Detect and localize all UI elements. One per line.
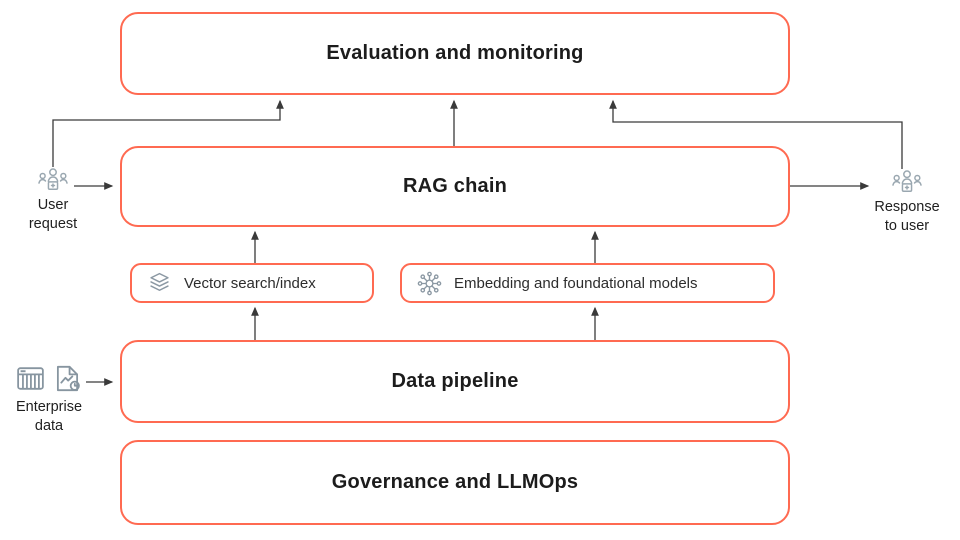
user-request-annotation: User request bbox=[13, 167, 93, 234]
response-to-user-label: Response to user bbox=[874, 199, 940, 234]
rag-chain-box-label: RAG chain bbox=[402, 175, 508, 197]
user-request-label: User request bbox=[28, 197, 78, 232]
document-chart-icon bbox=[51, 362, 84, 395]
box-embedding-foundational-models: Embedding and foundational models bbox=[400, 263, 775, 303]
box-evaluation-and-monitoring: Evaluation and monitoring bbox=[120, 12, 790, 95]
governance-box-label: Governance and LLMOps bbox=[331, 471, 579, 493]
network-icon bbox=[416, 270, 443, 297]
data-pipeline-box-label: Data pipeline bbox=[391, 370, 519, 392]
embedding-models-label: Embedding and foundational models bbox=[454, 274, 698, 292]
layers-icon bbox=[146, 270, 173, 297]
response-to-user-annotation: Response to user bbox=[858, 169, 956, 236]
people-group-icon bbox=[891, 169, 923, 195]
box-rag-chain: RAG chain bbox=[120, 146, 790, 227]
evaluation-box-label: Evaluation and monitoring bbox=[326, 42, 584, 64]
enterprise-data-annotation: Enterprise data bbox=[6, 362, 92, 436]
enterprise-data-icons bbox=[14, 362, 84, 395]
enterprise-data-label: Enterprise data bbox=[15, 399, 83, 434]
box-vector-search-index: Vector search/index bbox=[130, 263, 374, 303]
table-icon bbox=[14, 362, 47, 395]
box-data-pipeline: Data pipeline bbox=[120, 340, 790, 423]
vector-search-label: Vector search/index bbox=[184, 274, 316, 292]
box-governance-llmops: Governance and LLMOps bbox=[120, 440, 790, 525]
people-group-icon bbox=[37, 167, 69, 193]
